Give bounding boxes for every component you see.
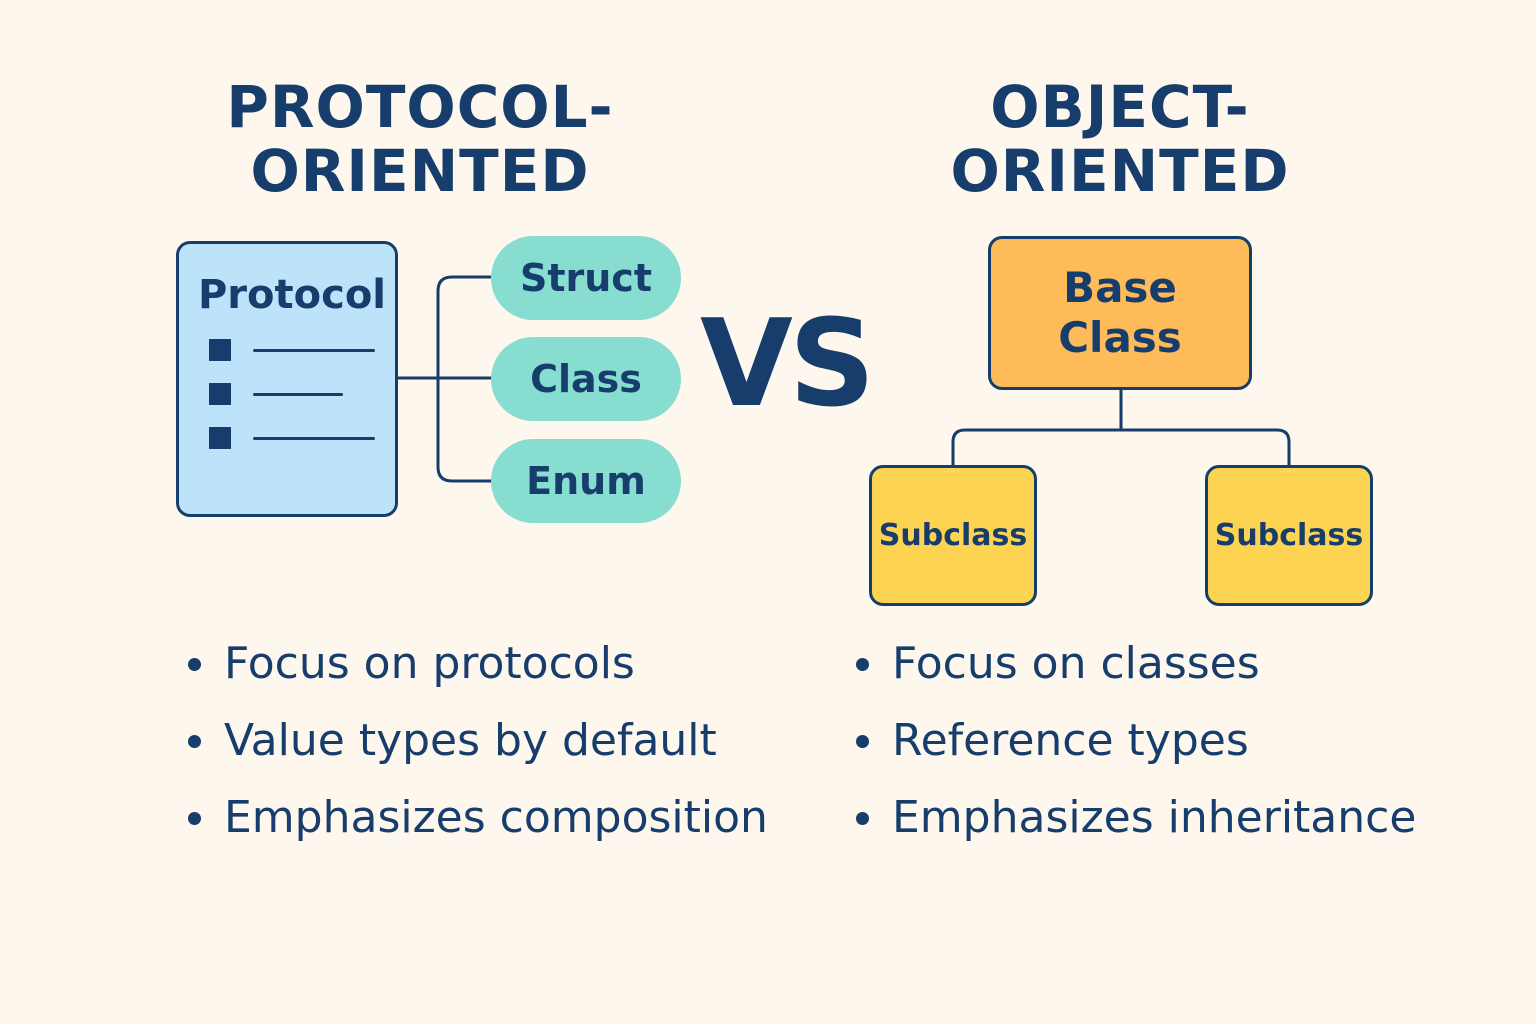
subclass-box-left: Subclass	[869, 465, 1037, 606]
protocol-title: Protocol	[197, 272, 387, 318]
object-oriented-heading: OBJECT- ORIENTED	[860, 75, 1380, 203]
requirement-line	[253, 349, 375, 352]
bullet-text: Value types by default	[224, 715, 717, 766]
requirement-bullet-icon	[209, 339, 231, 361]
conformer-bracket	[436, 275, 492, 483]
struct-pill: Struct	[491, 236, 681, 320]
bullet-dot-icon	[856, 658, 869, 671]
heading-line: ORIENTED	[950, 137, 1290, 205]
bullet-text: Focus on classes	[892, 638, 1260, 689]
protocol-oriented-heading: PROTOCOL- ORIENTED	[160, 75, 680, 203]
class-pill: Class	[491, 337, 681, 421]
base-class-label-line: Base	[1063, 263, 1177, 312]
inheritance-branch	[951, 428, 1291, 465]
bullet-item: Value types by default	[188, 713, 768, 790]
bullet-item: Reference types	[856, 713, 1416, 790]
requirement-bullet-icon	[209, 383, 231, 405]
requirement-line	[253, 393, 343, 396]
bullet-item: Focus on classes	[856, 636, 1416, 713]
heading-line: ORIENTED	[250, 137, 590, 205]
bullet-dot-icon	[856, 735, 869, 748]
bullet-dot-icon	[856, 812, 869, 825]
bullet-item: Emphasizes inheritance	[856, 790, 1416, 867]
bullet-dot-icon	[188, 812, 201, 825]
base-class-label-line: Class	[1058, 313, 1182, 362]
heading-line: OBJECT-	[990, 73, 1250, 141]
bullet-dot-icon	[188, 735, 201, 748]
bullet-text: Focus on protocols	[224, 638, 635, 689]
bullet-item: Emphasizes composition	[188, 790, 768, 867]
vs-label: VS	[700, 295, 875, 434]
subclass-box-right: Subclass	[1205, 465, 1373, 606]
bullet-item: Focus on protocols	[188, 636, 768, 713]
requirement-line	[253, 437, 375, 440]
bullet-dot-icon	[188, 658, 201, 671]
requirement-bullet-icon	[209, 427, 231, 449]
protocol-oriented-bullets: Focus on protocols Value types by defaul…	[188, 636, 768, 867]
bullet-text: Emphasizes composition	[224, 792, 768, 843]
object-oriented-bullets: Focus on classes Reference types Emphasi…	[856, 636, 1416, 867]
bullet-text: Emphasizes inheritance	[892, 792, 1417, 843]
bullet-text: Reference types	[892, 715, 1249, 766]
protocol-card: Protocol	[176, 241, 398, 517]
base-class-box: Base Class	[988, 236, 1252, 390]
enum-pill: Enum	[491, 439, 681, 523]
heading-line: PROTOCOL-	[226, 73, 614, 141]
